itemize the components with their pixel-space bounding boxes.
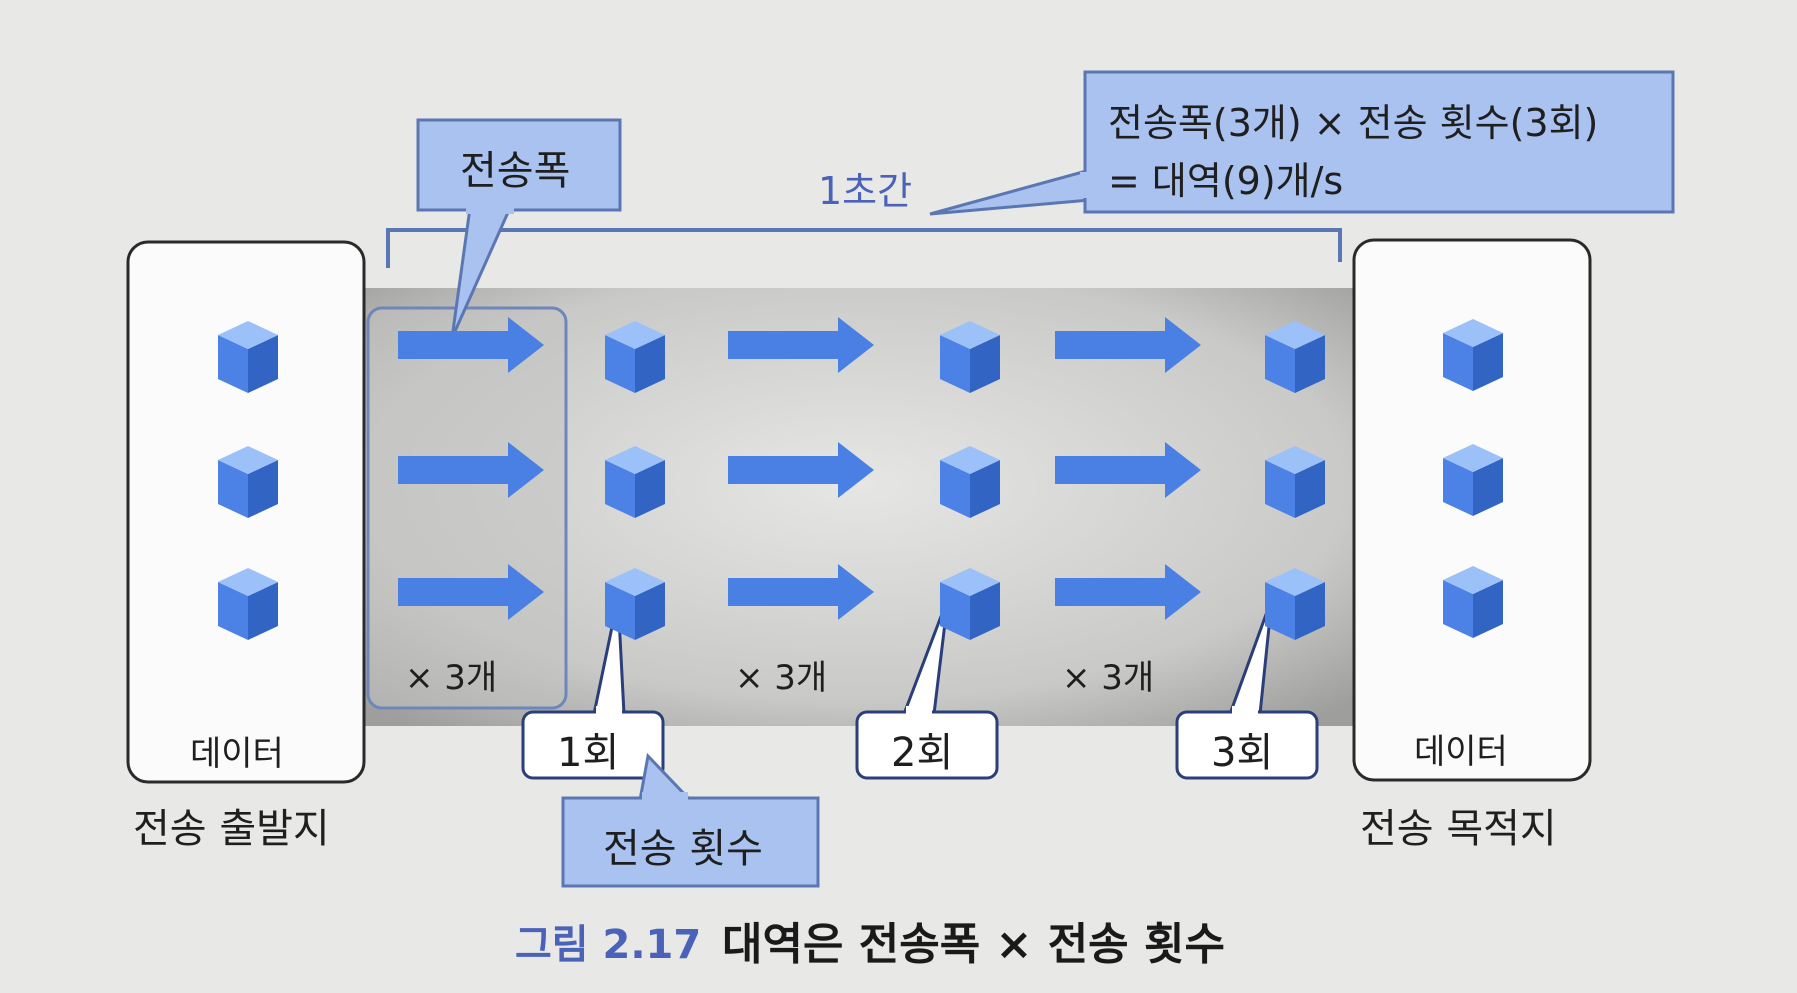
times-label-3: × 3개 (1062, 658, 1155, 698)
source-data-label: 데이터 (190, 734, 284, 774)
count-callout-label: 전송 횟수 (603, 826, 763, 872)
source-data-cube (218, 321, 278, 393)
times-label-1: × 3개 (405, 658, 498, 698)
round-1-label: 1회 (557, 730, 620, 776)
destination-data-cube (1443, 444, 1503, 516)
count-callout-box (561, 796, 820, 888)
source-data-cube (218, 446, 278, 518)
transfer-arrow (1055, 564, 1201, 620)
formula-line-1: 전송폭(3개) × 전송 횟수(3회) (1108, 101, 1599, 145)
transferred-data-cube (1265, 321, 1325, 393)
destination-label: 전송 목적지 (1360, 806, 1557, 852)
round-2-label: 2회 (891, 730, 954, 776)
transferred-data-cube (940, 321, 1000, 393)
duration-label: 1초간 (818, 169, 913, 213)
destination-data-label: 데이터 (1414, 732, 1508, 772)
figure-number: 그림 2.17 (515, 922, 702, 968)
source-label: 전송 출발지 (133, 806, 330, 852)
destination-data-cube (1443, 566, 1503, 638)
width-callout-box (416, 118, 622, 212)
round-3-callout (1175, 597, 1319, 780)
formula-line-2: = 대역(9)개/s (1108, 159, 1344, 203)
round-2-callout (855, 597, 999, 780)
transferred-data-cube (605, 321, 665, 393)
round-3-label: 3회 (1211, 730, 1274, 776)
transfer-arrow (728, 317, 874, 373)
transferred-data-cube (1265, 568, 1325, 640)
times-label-2: × 3개 (735, 658, 828, 698)
transferred-data-cube (1265, 446, 1325, 518)
transfer-arrow (1055, 317, 1201, 373)
transferred-data-cube (940, 568, 1000, 640)
source-data-cube (218, 568, 278, 640)
transferred-data-cube (605, 568, 665, 640)
transfer-arrow (398, 564, 544, 620)
transferred-data-cube (605, 446, 665, 518)
figure-caption: 대역은 전송폭 × 전송 횟수 (722, 919, 1225, 970)
duration-bracket (386, 228, 1342, 268)
width-callout-label: 전송폭 (460, 148, 571, 194)
transfer-arrow (1055, 442, 1201, 498)
transfer-arrow (728, 442, 874, 498)
transfer-arrow (398, 442, 544, 498)
destination-data-cube (1443, 319, 1503, 391)
formula-callout-box (1083, 70, 1675, 214)
width-highlight-box (366, 306, 568, 710)
transfer-arrow (398, 317, 544, 373)
formula-callout-pointer (929, 168, 1092, 216)
transferred-data-cube (940, 446, 1000, 518)
transfer-arrow (728, 564, 874, 620)
